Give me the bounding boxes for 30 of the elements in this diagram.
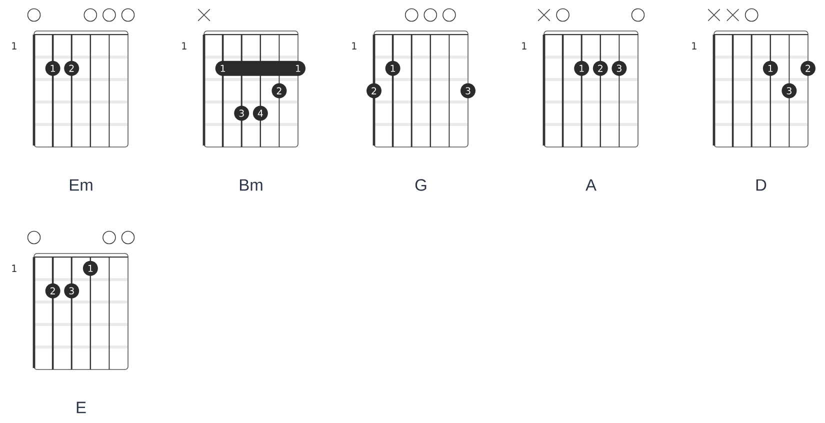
muted-string-cross (708, 8, 720, 22)
fret-number: 1 (12, 264, 16, 272)
open-string-circle (121, 230, 135, 244)
open-string-circle (556, 8, 570, 22)
open-string-circle (27, 230, 41, 244)
fret-number: 1 (692, 42, 696, 50)
chord-name: Bm (240, 179, 262, 191)
open-string-circle (442, 8, 456, 22)
fret-number: 1 (182, 42, 186, 50)
chord-name: A (586, 179, 596, 191)
fret-number: 1 (352, 42, 356, 50)
muted-string-cross (726, 8, 740, 22)
chord-name: E (76, 402, 86, 414)
open-string-circle (744, 8, 758, 22)
muted-string-cross (538, 8, 550, 22)
fret-number: 1 (12, 42, 16, 50)
open-string-circle (102, 8, 116, 22)
open-string-circle (84, 8, 98, 22)
open-string-circle (102, 230, 116, 244)
open-string-circle (404, 8, 418, 22)
open-string-circle (631, 8, 645, 22)
fret-number: 1 (522, 42, 526, 50)
barre-bar: 1 1 (215, 60, 306, 76)
open-string-circle (424, 8, 438, 22)
chord-name: G (415, 179, 426, 191)
muted-string-cross (198, 8, 210, 22)
chord-name: D (756, 179, 766, 191)
chord-name: Em (70, 179, 92, 191)
open-string-circle (121, 8, 135, 22)
open-string-circle (27, 8, 41, 22)
